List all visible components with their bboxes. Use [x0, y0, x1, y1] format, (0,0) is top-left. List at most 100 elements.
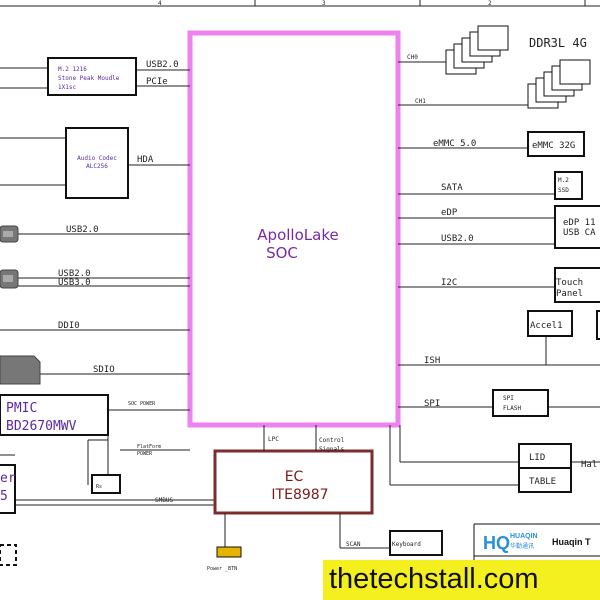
rs-label: Rs — [96, 484, 102, 490]
touch-label-1: Touch — [556, 278, 583, 288]
hall-label: Hal — [581, 460, 597, 470]
signal-ch1: CH1 — [415, 98, 426, 105]
signal-sdio: SDIO — [93, 365, 115, 375]
ruler-mark-4: 4 — [158, 0, 162, 7]
usb-port-b-icon — [0, 269, 19, 289]
signal-ch0: CH0 — [407, 54, 418, 61]
accel-label: Accel1 — [530, 321, 563, 331]
ssd-block: M.2 SSD — [554, 171, 583, 200]
signal-usb-b2: USB3.0 — [58, 278, 91, 288]
ddr-label: DDR3L 4G — [529, 36, 587, 50]
touch-panel-block: Touch Panel — [554, 267, 600, 303]
table-label: TABLE — [529, 477, 556, 487]
left-wires — [0, 67, 215, 506]
m2-module-name: Stone Peak Moudle — [58, 75, 120, 82]
signal-spi: SPI — [424, 399, 440, 409]
company-name: Huaqin T — [552, 537, 591, 547]
right-wires — [389, 61, 600, 486]
logo-mark: HQ — [483, 533, 510, 553]
signal-hda: HDA — [137, 155, 154, 165]
power-button-label: Power _BTN — [207, 566, 237, 572]
signal-usb-a: USB2.0 — [66, 225, 99, 235]
soc-name: ApolloLake — [257, 226, 338, 244]
title-block: HQ HUAQIN 华勤通讯 Huaqin T — [473, 523, 600, 560]
ruler-mark-3: 3 — [322, 0, 326, 7]
usb-port-a-icon — [0, 225, 19, 243]
power-button-icon — [216, 546, 242, 558]
ec-box — [213, 449, 374, 515]
lid-label: LID — [529, 453, 545, 463]
emmc-label: eMMC 32G — [532, 141, 575, 151]
m2-module-title: M.2 1216 — [58, 66, 87, 73]
signal-ish: ISH — [424, 356, 440, 366]
signal-usb-b1: USB2.0 — [58, 269, 91, 279]
soc-type: SOC — [266, 244, 298, 262]
keyboard-box — [389, 530, 443, 556]
logo-brand-cn: 华勤通讯 — [510, 542, 534, 550]
audio-codec-chip: ALC256 — [86, 163, 108, 170]
partial-box-right — [596, 310, 600, 340]
pmic-chip: BD2670MWV — [6, 419, 77, 434]
edp-label-2: USB CA — [563, 228, 596, 238]
ssd-label-2: SSD — [558, 187, 569, 194]
signal-platform-power-1: FlatForm — [137, 444, 161, 450]
signal-pcie: PCIe — [146, 77, 168, 87]
signal-emmc: eMMC 5.0 — [433, 139, 476, 149]
watermark-text: thetechstall.com — [329, 563, 539, 595]
sd-card-icon — [0, 355, 41, 385]
signal-scan: SCAN — [346, 541, 361, 548]
ddr-ch0-chips-icon — [445, 25, 509, 75]
touch-label-2: Panel — [556, 289, 583, 299]
accel-block: Accel1 — [527, 310, 573, 337]
signal-sata: SATA — [441, 183, 463, 193]
pmic-block: PMIC BD2670MWV — [0, 394, 109, 436]
ruler-mark-2: 2 — [488, 0, 492, 7]
dashed-connector-icon — [0, 544, 17, 566]
ec-wires — [224, 425, 390, 549]
m2-module-block: M.2 1216 Stone Peak Moudle 1X1sc — [47, 57, 137, 96]
signal-soc-power: SOC POWER — [128, 401, 156, 407]
watermark-banner: thetechstall.com — [323, 560, 600, 600]
soc-block: ApolloLake SOC — [187, 30, 401, 428]
spi-flash-label-2: FLASH — [503, 405, 521, 412]
ssd-label-1: M.2 — [558, 177, 569, 184]
spi-flash-label-1: SPI — [503, 395, 514, 402]
ec-chip: ITE8987 — [271, 487, 328, 503]
audio-codec-title: Audio Codec — [77, 155, 117, 162]
signal-control-2: Signals — [319, 446, 345, 453]
signal-ddi: DDI0 — [58, 321, 80, 331]
logo-brand: HUAQIN — [510, 533, 538, 540]
spi-flash-block: SPI FLASH — [492, 389, 549, 417]
pmic-title: PMIC — [6, 401, 37, 416]
audio-codec-box — [65, 127, 129, 199]
signal-usb-right: USB2.0 — [441, 234, 474, 244]
left-partial-text-1: er — [0, 471, 16, 486]
ec-block: EC ITE8987 — [213, 449, 374, 515]
left-partial-text-2: 5 — [0, 489, 8, 504]
edp-usbc-block: eDP 11 USB CA — [554, 205, 600, 249]
audio-codec-block: Audio Codec ALC256 — [65, 127, 129, 199]
emmc-block: eMMC 32G — [527, 131, 585, 157]
keyboard-label: Keyboard — [392, 541, 421, 548]
rs-block: Rs — [91, 474, 121, 494]
signal-lpc: LPC — [268, 436, 279, 443]
lid-block: LID — [518, 443, 572, 469]
ec-title: EC — [285, 469, 304, 485]
m2-module-sub: 1X1sc — [58, 84, 76, 91]
signal-i2c: I2C — [441, 278, 457, 288]
huaqin-logo-icon — [480, 527, 510, 553]
table-block: TABLE — [518, 467, 572, 493]
top-ruler: 4 3 2 — [0, 0, 600, 7]
ddr-ch1-chips-icon — [527, 59, 591, 109]
soc-box — [187, 30, 401, 428]
pmic-box — [0, 394, 109, 436]
m2-module-box — [47, 57, 137, 96]
edp-label-1: eDP 11 — [563, 218, 596, 228]
keyboard-block: Keyboard — [389, 530, 443, 556]
signal-usb-m2: USB2.0 — [146, 60, 179, 70]
signal-platform-power-2: POWER — [137, 451, 153, 457]
left-partial-block: er 5 — [0, 464, 16, 514]
signal-edp: eDP — [441, 208, 458, 218]
